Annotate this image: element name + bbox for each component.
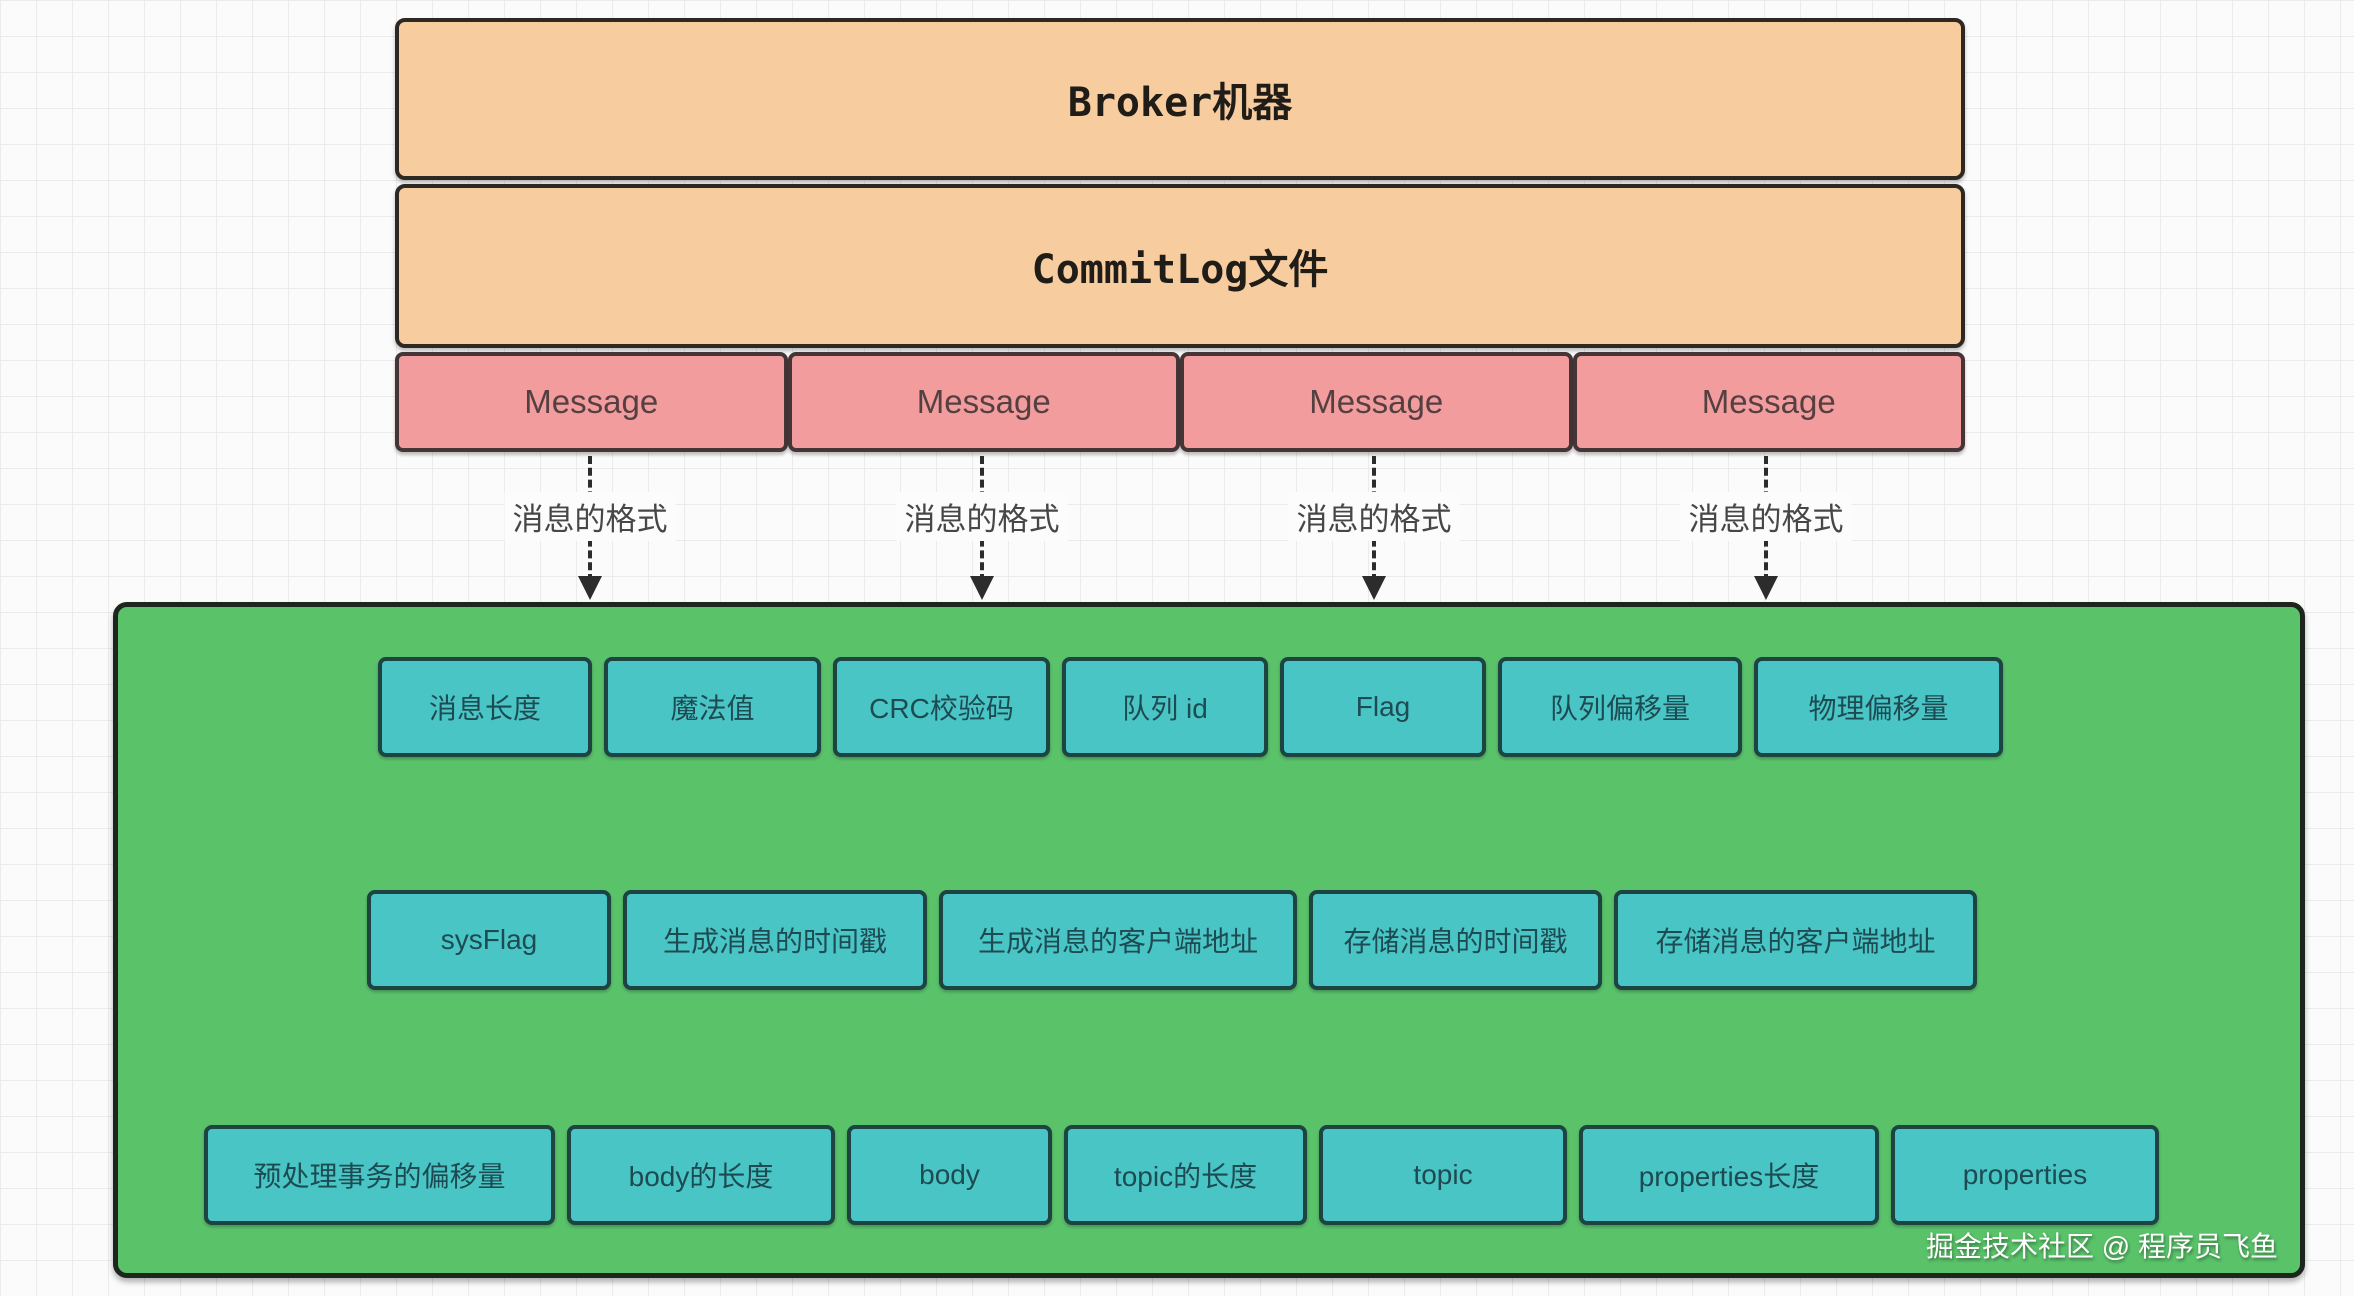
message-label: Message bbox=[524, 383, 659, 420]
arrow-head-icon bbox=[1754, 576, 1778, 600]
field-cell: Flag bbox=[1280, 657, 1486, 757]
arrow-head-icon bbox=[970, 576, 994, 600]
watermark: 掘金技术社区 @ 程序员飞鱼 bbox=[1926, 1231, 2278, 1262]
format-row-3: 预处理事务的偏移量 body的长度 body topic的长度 topic pr… bbox=[204, 1125, 2159, 1225]
field-cell: 存储消息的客户端地址 bbox=[1614, 890, 1977, 990]
field-label: CRC校验码 bbox=[869, 693, 1014, 724]
arrow-head-icon bbox=[578, 576, 602, 600]
field-cell: 队列 id bbox=[1062, 657, 1268, 757]
format-row-2: sysFlag 生成消息的时间戳 生成消息的客户端地址 存储消息的时间戳 存储消… bbox=[367, 890, 1977, 990]
message-label: Message bbox=[1309, 383, 1444, 420]
field-cell: topic bbox=[1319, 1125, 1567, 1225]
field-cell: body bbox=[847, 1125, 1052, 1225]
field-label: properties bbox=[1962, 1159, 2088, 1190]
field-label: 存储消息的时间戳 bbox=[1343, 926, 1568, 957]
format-row-1: 消息长度 魔法值 CRC校验码 队列 id Flag 队列偏移量 物理偏移量 bbox=[378, 657, 2003, 757]
field-label: body bbox=[919, 1159, 980, 1190]
field-cell: properties bbox=[1891, 1125, 2159, 1225]
field-cell: 生成消息的时间戳 bbox=[623, 890, 927, 990]
field-label: topic的长度 bbox=[1113, 1161, 1258, 1192]
message-box: Message bbox=[1572, 352, 1965, 452]
field-cell: 物理偏移量 bbox=[1754, 657, 2003, 757]
field-label: 队列 id bbox=[1122, 693, 1208, 724]
commitlog-label: CommitLog文件 bbox=[1031, 247, 1329, 293]
broker-label: Broker机器 bbox=[1067, 80, 1293, 126]
message-box: Message bbox=[787, 352, 1180, 452]
message-row: Message Message Message Message bbox=[395, 352, 1965, 452]
message-box: Message bbox=[1180, 352, 1573, 452]
field-cell: 魔法值 bbox=[604, 657, 821, 757]
field-label: properties长度 bbox=[1638, 1161, 1820, 1192]
field-label: 预处理事务的偏移量 bbox=[253, 1161, 506, 1192]
arrow-label: 消息的格式 bbox=[896, 492, 1068, 541]
field-label: 生成消息的客户端地址 bbox=[977, 926, 1258, 957]
field-cell: 队列偏移量 bbox=[1498, 657, 1742, 757]
commitlog-box: CommitLog文件 bbox=[395, 184, 1965, 348]
message-label: Message bbox=[916, 383, 1051, 420]
arrow-label: 消息的格式 bbox=[1288, 492, 1460, 541]
field-cell: properties长度 bbox=[1579, 1125, 1879, 1225]
field-cell: sysFlag bbox=[367, 890, 611, 990]
field-cell: 消息长度 bbox=[378, 657, 592, 757]
field-label: 生成消息的时间戳 bbox=[662, 926, 887, 957]
field-label: 物理偏移量 bbox=[1808, 693, 1949, 724]
field-label: 存储消息的客户端地址 bbox=[1655, 926, 1936, 957]
field-label: 队列偏移量 bbox=[1549, 693, 1690, 724]
field-cell: body的长度 bbox=[567, 1125, 835, 1225]
field-label: topic bbox=[1413, 1159, 1473, 1190]
field-cell: 预处理事务的偏移量 bbox=[204, 1125, 555, 1225]
arrow-head-icon bbox=[1362, 576, 1386, 600]
field-label: 魔法值 bbox=[670, 693, 755, 724]
field-label: Flag bbox=[1355, 691, 1411, 722]
message-format-panel: 消息长度 魔法值 CRC校验码 队列 id Flag 队列偏移量 物理偏移量 s… bbox=[113, 602, 2305, 1278]
field-label: sysFlag bbox=[440, 924, 538, 955]
field-cell: 生成消息的客户端地址 bbox=[939, 890, 1297, 990]
field-label: body的长度 bbox=[628, 1161, 774, 1192]
field-label: 消息长度 bbox=[428, 693, 541, 724]
message-label: Message bbox=[1701, 383, 1836, 420]
field-cell: CRC校验码 bbox=[833, 657, 1050, 757]
field-cell: topic的长度 bbox=[1064, 1125, 1307, 1225]
arrow-label: 消息的格式 bbox=[504, 492, 676, 541]
message-box: Message bbox=[395, 352, 788, 452]
arrow-label: 消息的格式 bbox=[1680, 492, 1852, 541]
broker-box: Broker机器 bbox=[395, 18, 1965, 180]
field-cell: 存储消息的时间戳 bbox=[1309, 890, 1602, 990]
